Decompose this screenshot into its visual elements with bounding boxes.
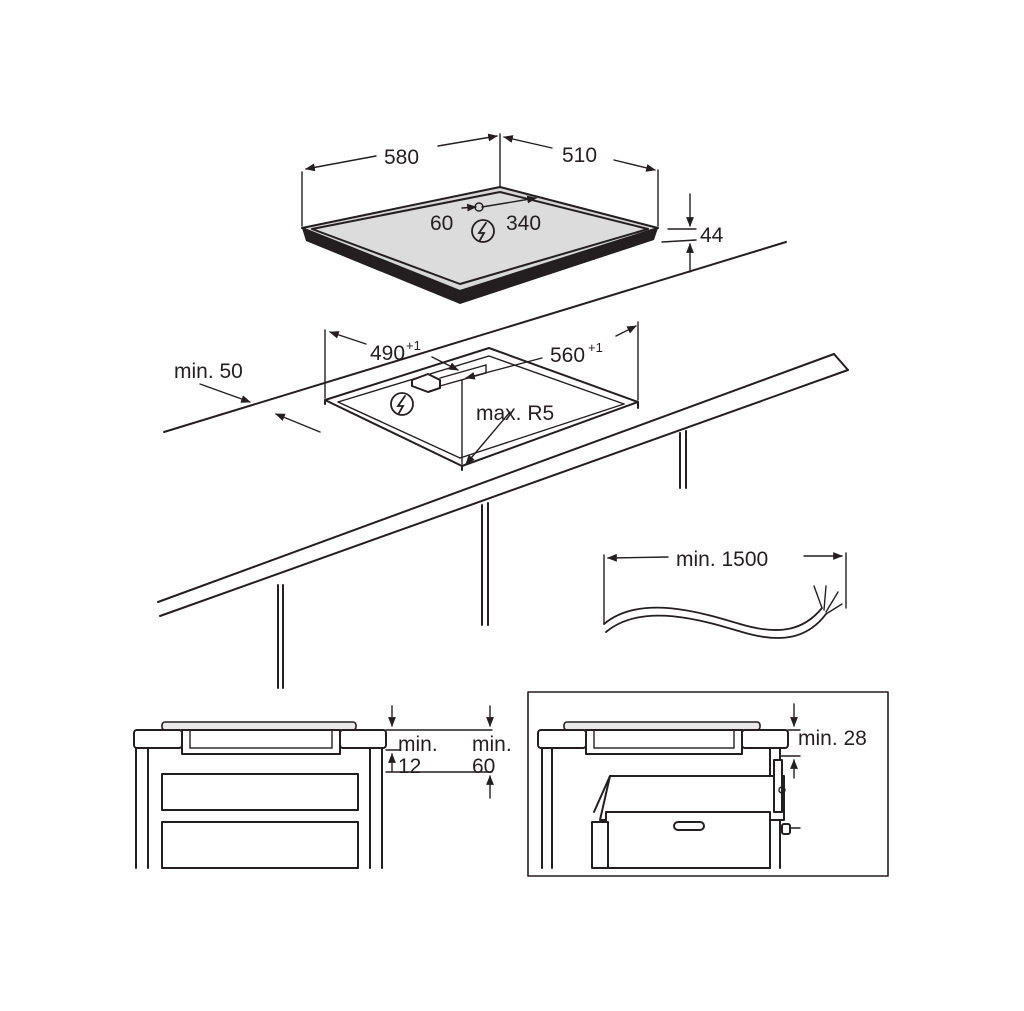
- oven-door: [605, 811, 771, 869]
- oven-installation-view: [527, 691, 889, 877]
- cutout-width-tolerance: +1: [406, 338, 421, 353]
- hob-depth-label: 510: [562, 144, 597, 167]
- hob-side-edge: [460, 228, 658, 304]
- drawer-upper: [161, 773, 359, 811]
- cable-entry-front-label: 340: [506, 212, 541, 235]
- junction-box: [411, 373, 441, 393]
- oven-view-frame: [527, 691, 889, 877]
- lightning-in-circle-icon: [390, 392, 414, 416]
- cutout-width-label: 490: [370, 342, 405, 365]
- oven-top: [599, 775, 785, 821]
- hob-surface: [311, 191, 649, 285]
- hob-height-label: 44: [700, 224, 724, 247]
- hob-front-edge: [302, 228, 460, 304]
- oven-gap-label: min. 28: [798, 727, 867, 750]
- min-front-gap-label: min. 50: [174, 360, 243, 383]
- oven-handle: [673, 821, 705, 831]
- hob-width-label: 580: [384, 146, 419, 169]
- drawer-installation-view: [133, 705, 494, 869]
- hob-dimensions: [301, 133, 697, 273]
- cable-length-label: min. 1500: [676, 548, 768, 571]
- drawer-space-label: min.: [472, 733, 512, 756]
- drawer-lower: [161, 821, 359, 869]
- cutout: [324, 347, 639, 471]
- cutout-dimensions: [199, 321, 639, 465]
- cutout-depth-tolerance: +1: [588, 340, 603, 355]
- drawer-gap-value: 12: [398, 755, 421, 778]
- max-radius-label: max. R5: [476, 402, 554, 425]
- hob-side-glass: [161, 721, 357, 731]
- hob: [301, 186, 659, 304]
- lightning-in-circle-icon: [471, 219, 495, 243]
- cutout-depth-label: 560: [550, 344, 585, 367]
- drawer-gap-label: min.: [398, 733, 438, 756]
- drawer-space-value: 60: [472, 755, 495, 778]
- cable-entry-side-label: 60: [430, 212, 453, 235]
- worktop: [157, 241, 849, 689]
- power-cable: [603, 552, 847, 639]
